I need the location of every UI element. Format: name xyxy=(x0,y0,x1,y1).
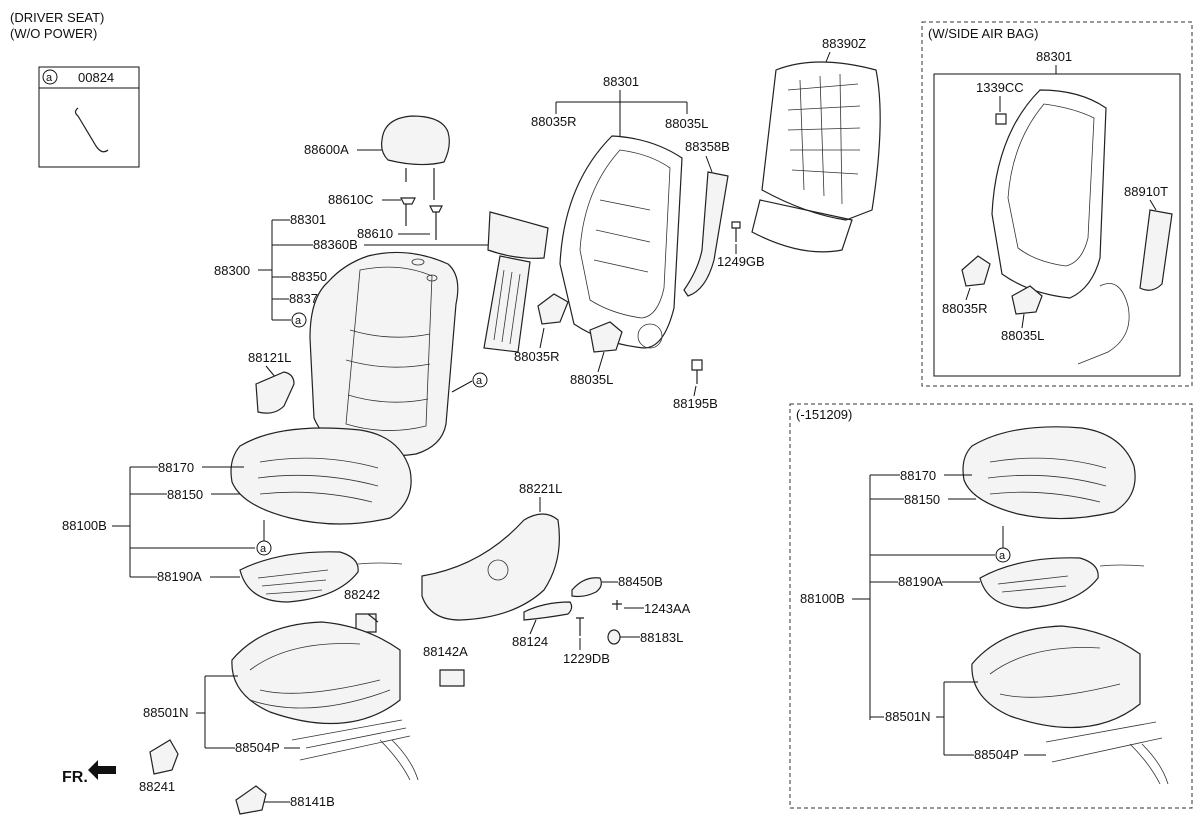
label-88504P-left: 88504P xyxy=(235,740,280,755)
legend-marker: a xyxy=(46,72,53,84)
headrest-guide-drawings xyxy=(400,197,443,240)
header-line-1: (DRIVER SEAT) xyxy=(10,10,104,25)
label-88390Z: 88390Z xyxy=(822,36,866,51)
label-88142A: 88142A xyxy=(423,644,468,659)
airbag-module-drawing xyxy=(1139,209,1173,291)
bolt-88195B-drawing xyxy=(691,359,703,384)
label-88450B: 88450B xyxy=(618,574,663,589)
clip-88035L-drawing xyxy=(589,321,623,353)
label-88150-left: 88150 xyxy=(167,487,203,502)
header-line-2: (W/O POWER) xyxy=(10,26,97,41)
airbag-clip-88035R-drawing xyxy=(961,255,991,287)
clip-hook-drawing xyxy=(74,107,109,153)
label-88360B: 88360B xyxy=(313,237,358,252)
side-shield-drawing xyxy=(421,513,560,621)
label-88610: 88610 xyxy=(357,226,393,241)
variant-cushion-drawing xyxy=(962,426,1136,520)
label-88100B-right: 88100B xyxy=(800,591,845,606)
label-88910T: 88910T xyxy=(1124,184,1168,199)
seat-back-cover-drawing xyxy=(309,251,459,457)
label-88035R-airbag: 88035R xyxy=(942,301,988,316)
label-88501N-left: 88501N xyxy=(143,705,189,720)
bracket-88121L-drawing xyxy=(255,371,295,414)
part-88142A-drawing xyxy=(439,669,465,687)
label-88501N-right: 88501N xyxy=(885,709,931,724)
front-arrow: FR. xyxy=(62,760,116,786)
label-88170-right: 88170 xyxy=(900,468,936,483)
back-pad-drawing xyxy=(483,211,549,353)
label-88195B: 88195B xyxy=(673,396,718,411)
handle-88124-drawing xyxy=(523,601,573,621)
label-88301-left: 88301 xyxy=(290,212,326,227)
label-88035R-top: 88035R xyxy=(531,114,577,129)
front-label: FR. xyxy=(62,769,88,786)
marker-a-variant: a xyxy=(999,550,1006,562)
part-88242-drawing xyxy=(355,613,379,633)
part-88141B-drawing xyxy=(235,785,267,815)
lever-88450B-drawing xyxy=(571,577,602,598)
cushion-pad-drawing xyxy=(239,551,403,603)
label-88035L-airbag: 88035L xyxy=(1001,328,1044,343)
recliner-cover-drawing xyxy=(683,171,729,297)
label-88610C: 88610C xyxy=(328,192,374,207)
airbag-clip-88035L-drawing xyxy=(1011,285,1043,315)
label-88600A: 88600A xyxy=(304,142,349,157)
label-88183L: 88183L xyxy=(640,630,683,645)
marker-a-cushion-left: a xyxy=(260,543,267,555)
label-88221L: 88221L xyxy=(519,481,562,496)
seat-cushion-drawing xyxy=(230,427,412,525)
bolt-1249GB-drawing xyxy=(731,221,741,242)
back-board-drawing xyxy=(751,61,881,253)
variant-track-drawing xyxy=(971,625,1141,729)
variant-pad-drawing xyxy=(979,557,1099,609)
88100B-bracket-left xyxy=(112,466,265,578)
88501N-bracket-left xyxy=(196,675,300,749)
label-1229DB: 1229DB xyxy=(563,651,610,666)
part-88241-drawing xyxy=(149,739,179,775)
label-88100B-left: 88100B xyxy=(62,518,107,533)
label-88035R-mid: 88035R xyxy=(514,349,560,364)
label-88350: 88350 xyxy=(291,269,327,284)
side-airbag-title: (W/SIDE AIR BAG) xyxy=(928,26,1039,41)
88301-bracket xyxy=(555,90,688,136)
label-88170-left: 88170 xyxy=(158,460,194,475)
screw-1229DB-drawing xyxy=(576,617,584,636)
seat-back-frame-drawing xyxy=(559,135,683,349)
label-88190A-left: 88190A xyxy=(157,569,202,584)
label-1339CC: 1339CC xyxy=(976,80,1024,95)
airbag-back-frame-drawing xyxy=(991,89,1107,299)
seat-track-frame-drawing xyxy=(231,621,419,781)
cap-88183L-drawing xyxy=(607,629,621,645)
label-88504P-right: 88504P xyxy=(974,747,1019,762)
label-88301-center: 88301 xyxy=(603,74,639,89)
screw-1243AA-drawing xyxy=(612,600,622,610)
clip-88035R-drawing xyxy=(537,293,569,325)
label-88121L: 88121L xyxy=(248,350,291,365)
label-88241: 88241 xyxy=(139,779,175,794)
variant-panel: (-151209) 88170 88150 88100B 88190A a 88… xyxy=(789,403,1193,809)
label-1243AA: 1243AA xyxy=(644,601,691,616)
label-88150-right: 88150 xyxy=(904,492,940,507)
label-88301-airbag: 88301 xyxy=(1036,49,1072,64)
legend-part-number: 00824 xyxy=(78,70,114,85)
label-88141B: 88141B xyxy=(290,794,335,809)
label-88124: 88124 xyxy=(512,634,548,649)
marker-a-back: a xyxy=(476,375,483,387)
label-88300: 88300 xyxy=(214,263,250,278)
label-88035L-top: 88035L xyxy=(665,116,708,131)
legend-box: a 00824 xyxy=(38,66,140,168)
variant-title: (-151209) xyxy=(796,407,852,422)
label-88035L-mid: 88035L xyxy=(570,372,613,387)
label-88190A-right: 88190A xyxy=(898,574,943,589)
side-airbag-panel: (W/SIDE AIR BAG) 88301 1339CC 88910T 880… xyxy=(921,21,1193,387)
marker-a-backrest: a xyxy=(295,315,302,327)
label-1249GB: 1249GB xyxy=(717,254,765,269)
label-88242: 88242 xyxy=(344,587,380,602)
headrest-drawing xyxy=(381,115,450,200)
label-88358B: 88358B xyxy=(685,139,730,154)
